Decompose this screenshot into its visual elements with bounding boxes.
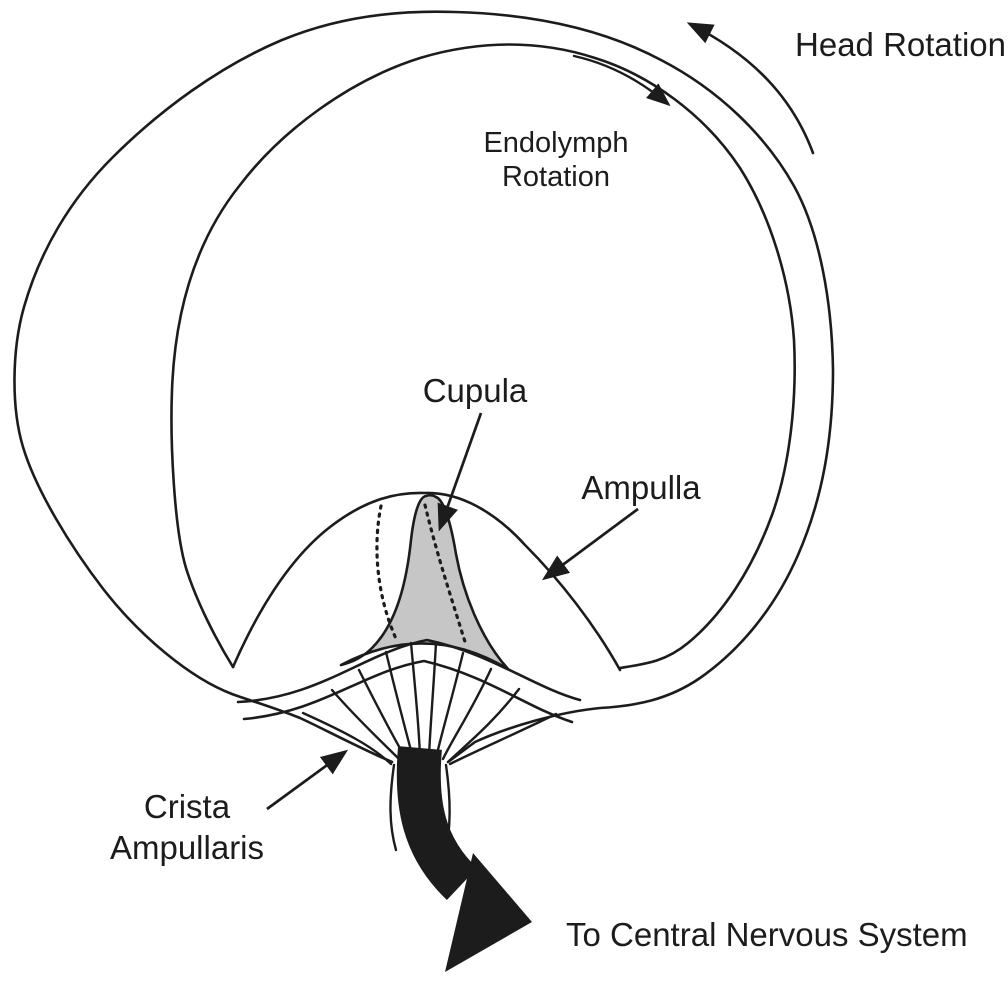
nerve-trunk (396, 746, 478, 900)
nerve-fiber (447, 687, 521, 763)
cns-label: To Central Nervous System (566, 916, 968, 953)
ampulla-dome-outline (231, 491, 622, 672)
funnel-wall-left (301, 711, 393, 766)
nerve-fiber (441, 667, 493, 761)
crista-pointer-arrow (266, 749, 349, 811)
nerve-fiber (434, 651, 465, 760)
funnel-wall-right (448, 712, 558, 766)
head-rotation-arrow (686, 22, 815, 155)
crista-ampullaris-label: Crista Ampullaris (110, 788, 264, 866)
canal-inner-wall-outline (170, 43, 796, 670)
endolymph-rotation-label: Endolymph Rotation (483, 127, 628, 193)
crista-ampullaris-label-line2: Ampullaris (110, 829, 264, 866)
crista-arch-inner (242, 659, 574, 724)
canal-outer-wall-outline (13, 10, 835, 764)
crista-arch-outer (236, 638, 582, 704)
endolymph-rotation-label-line1: Endolymph (483, 127, 628, 159)
cupula-deflected-dotted-right (423, 503, 468, 647)
ampulla-label: Ampulla (581, 469, 701, 506)
head-rotation-label: Head Rotation (795, 26, 1006, 63)
nerve-fiber (427, 641, 438, 759)
ampulla-pointer-arrow (541, 507, 639, 581)
endolymph-rotation-arrow (572, 54, 671, 107)
nerve-arrowhead (445, 853, 532, 972)
endolymph-rotation-label-line2: Rotation (502, 161, 610, 193)
nerve-fiber (330, 688, 402, 762)
cupula-pointer-arrow (437, 412, 483, 532)
cupula-deflected-dotted-left (375, 504, 399, 643)
cupula-label: Cupula (423, 372, 528, 409)
nerve-sheath-left (389, 763, 398, 852)
crista-ampullaris-label-line1: Crista (144, 788, 231, 825)
